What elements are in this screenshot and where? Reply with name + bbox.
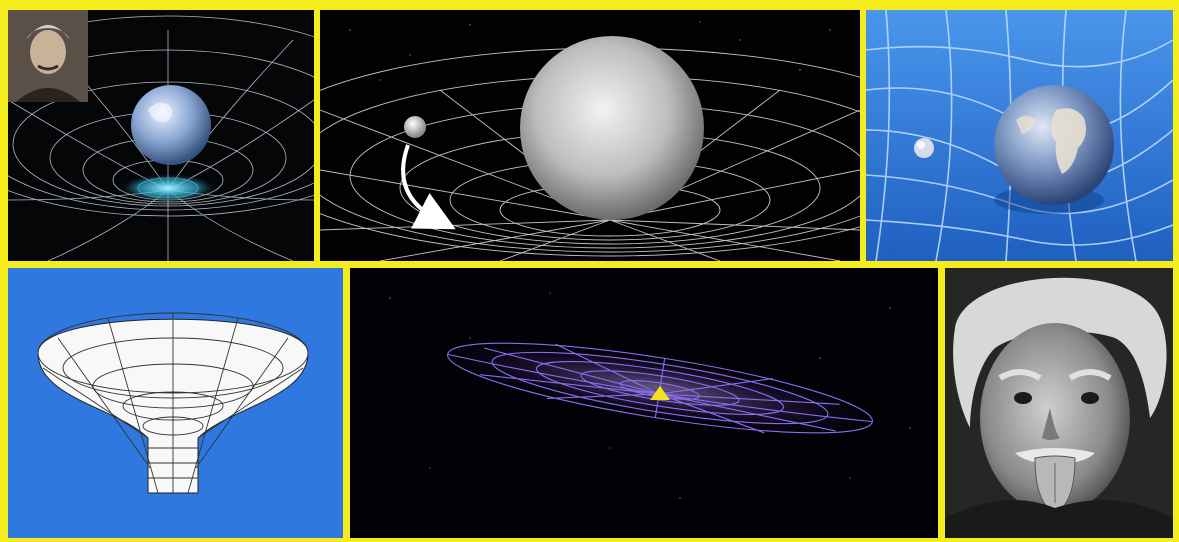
earth-blue-grid-illustration [866,10,1173,261]
panel-sphere-curving-spacetime [320,10,860,261]
portrait-photo [945,268,1173,538]
panel-white-funnel [8,268,343,538]
panel-portrait-tongue [945,268,1173,538]
panel-earth-spacetime-portrait [8,10,314,261]
funnel-illustration [8,268,343,538]
sphere-grid-illustration [320,10,860,261]
panel-purple-disc [350,268,938,538]
panel-earth-blue-grid [866,10,1173,261]
purple-disc-illustration [350,268,938,538]
earth-spacetime-illustration [8,10,314,261]
